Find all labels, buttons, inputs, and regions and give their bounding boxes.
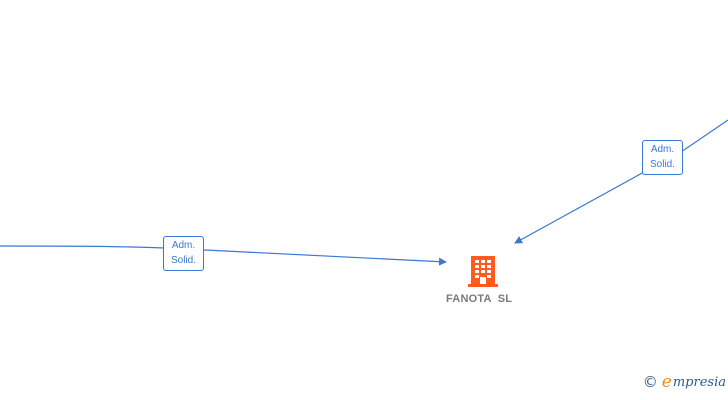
edge-label-left-line2: Solid. (170, 255, 196, 266)
brand-logo-text: mpresia (672, 374, 726, 390)
edge-label-right[interactable]: Adm. Solid. (642, 140, 683, 175)
edge-line-left (0, 245, 447, 266)
company-name[interactable]: FANOTA SL (446, 293, 513, 305)
brand-logo-initial: e (661, 372, 672, 392)
copyright-icon: © (642, 373, 658, 391)
edge-label-right-line2: Solid. (649, 159, 675, 170)
edge-label-right-line1: Adm. (650, 144, 675, 155)
building-icon (468, 256, 498, 287)
edge-label-left-line1: Adm. (171, 240, 196, 251)
edge-label-left[interactable]: Adm. Solid. (163, 236, 204, 271)
brand-watermark: © e mpresia (643, 372, 726, 392)
edge-line-right (514, 119, 728, 244)
company-node[interactable] (466, 253, 500, 289)
